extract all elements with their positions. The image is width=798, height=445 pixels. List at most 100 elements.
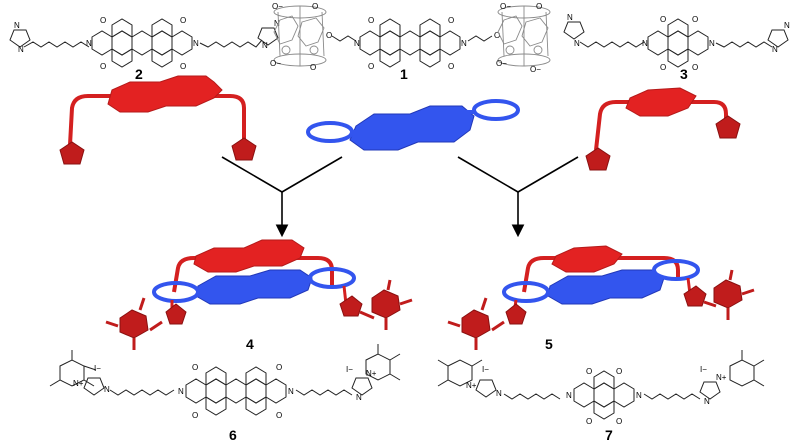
imidazole-ring-right bbox=[257, 27, 279, 46]
atom-n: N bbox=[178, 387, 184, 396]
structure-compound-7: I− N+ N N N O O O O N N+ I− 7 bbox=[437, 350, 765, 443]
compound-label-3: 3 bbox=[680, 66, 688, 82]
atom-o-minus: O− bbox=[270, 59, 281, 68]
atom-o: O bbox=[180, 62, 186, 71]
atom-o: O bbox=[660, 15, 666, 24]
atom-o: O bbox=[276, 411, 282, 420]
atom-o-minus: O− bbox=[272, 2, 283, 11]
atom-o: O bbox=[692, 15, 698, 24]
atom-n: N bbox=[636, 391, 642, 400]
atom-o: O bbox=[180, 16, 186, 25]
atom-o: O bbox=[616, 367, 622, 376]
mesityl-ring-right bbox=[729, 359, 755, 387]
atom-iodide: I− bbox=[346, 365, 353, 374]
compound-label-4: 4 bbox=[246, 336, 254, 352]
atom-n-plus: N+ bbox=[366, 369, 377, 378]
atom-n: N bbox=[14, 21, 20, 30]
atom-n: N bbox=[288, 387, 294, 396]
calixarene-ring-right bbox=[472, 99, 520, 121]
atom-o: O bbox=[536, 2, 542, 11]
atom-o: O bbox=[192, 411, 198, 420]
atom-o: O bbox=[100, 62, 106, 71]
alkyl-chain-right bbox=[643, 393, 701, 400]
imidazolium-ring-right bbox=[351, 377, 373, 396]
imidazole-end-left bbox=[59, 141, 85, 165]
alkyl-chain-left bbox=[503, 393, 561, 400]
structure-compound-6: I− N+ N N N O O O O N N+ I− 6 bbox=[49, 344, 401, 443]
alkyl-chain-right bbox=[715, 41, 773, 48]
guest-cartoon-pdi bbox=[59, 75, 257, 165]
alkyl-chain-right bbox=[199, 39, 263, 48]
reaction-arrow-left bbox=[221, 156, 343, 238]
perylene-diimide-core bbox=[359, 18, 461, 68]
atom-n: N bbox=[274, 19, 280, 28]
atom-n: N bbox=[354, 39, 360, 48]
atom-n: N bbox=[104, 385, 110, 394]
imidazole-end-right bbox=[715, 115, 741, 139]
atom-n: N bbox=[86, 39, 92, 48]
naphthalene-diimide-core bbox=[647, 18, 709, 68]
atom-iodide: I− bbox=[482, 365, 489, 374]
atom-n: N bbox=[193, 39, 199, 48]
atom-o: O bbox=[660, 63, 666, 72]
atom-o: O bbox=[312, 2, 318, 11]
atom-n: N bbox=[262, 41, 268, 50]
atom-n: N bbox=[496, 389, 502, 398]
atom-n: N bbox=[784, 21, 790, 30]
atom-n: N bbox=[356, 393, 362, 402]
compound-label-1: 1 bbox=[400, 66, 408, 82]
calixarene-left bbox=[273, 5, 327, 67]
atom-n: N bbox=[566, 391, 572, 400]
atom-n-plus: N+ bbox=[73, 379, 84, 388]
atom-o: O bbox=[448, 62, 454, 71]
atom-o: O bbox=[368, 62, 374, 71]
atom-n: N bbox=[704, 397, 710, 406]
naphthalene-diimide-core bbox=[573, 370, 635, 420]
structure-compound-1: O− O O− O O N N O O O O O bbox=[270, 2, 551, 82]
atom-o: O bbox=[586, 367, 592, 376]
atom-o: O bbox=[310, 63, 316, 72]
atom-o: O bbox=[276, 363, 282, 372]
atom-n: N bbox=[18, 45, 24, 54]
reaction-arrow-right bbox=[457, 156, 579, 238]
perylene-diimide-core bbox=[91, 18, 193, 68]
atom-n: N bbox=[772, 45, 778, 54]
imidazole-ring-right bbox=[767, 29, 789, 48]
atom-o: O bbox=[448, 16, 454, 25]
atom-o: O bbox=[586, 417, 592, 426]
atom-iodide: I− bbox=[700, 365, 707, 374]
atom-o: O bbox=[616, 417, 622, 426]
compound-label-6: 6 bbox=[229, 427, 237, 443]
atom-n: N bbox=[567, 13, 573, 22]
atom-o-minus: O− bbox=[496, 59, 507, 68]
atom-o-minus: O− bbox=[530, 65, 541, 74]
atom-n-plus: N+ bbox=[466, 381, 477, 390]
calixarene-ring-left bbox=[306, 121, 354, 143]
compound-label-5: 5 bbox=[545, 336, 553, 352]
mesityl-ring-right bbox=[365, 353, 391, 381]
atom-n: N bbox=[642, 39, 648, 48]
atom-o-minus: O− bbox=[500, 2, 511, 11]
imidazole-end-right bbox=[231, 137, 257, 161]
atom-n: N bbox=[574, 39, 580, 48]
atom-o: O bbox=[192, 363, 198, 372]
atom-n: N bbox=[461, 39, 467, 48]
alkyl-chain-right bbox=[295, 389, 353, 396]
atom-o: O bbox=[326, 31, 332, 40]
compound-label-7: 7 bbox=[605, 427, 613, 443]
atom-iodide: I− bbox=[94, 364, 101, 373]
alkyl-chain-left bbox=[109, 389, 175, 396]
imidazolium-ring-right bbox=[699, 381, 721, 400]
imidazole-end-left bbox=[585, 147, 611, 171]
atom-o: O bbox=[692, 63, 698, 72]
imidazolium-ring-left bbox=[83, 377, 105, 396]
atom-o: O bbox=[368, 16, 374, 25]
guest-cartoon-ndi bbox=[585, 87, 741, 171]
imidazole-ring-left bbox=[9, 29, 31, 48]
complex-cartoon-4 bbox=[105, 239, 413, 350]
alkyl-chain-left bbox=[579, 41, 645, 48]
propyl-linker-right bbox=[467, 35, 493, 42]
atom-n-plus: N+ bbox=[716, 373, 727, 382]
perylene-diimide-core bbox=[185, 366, 287, 416]
